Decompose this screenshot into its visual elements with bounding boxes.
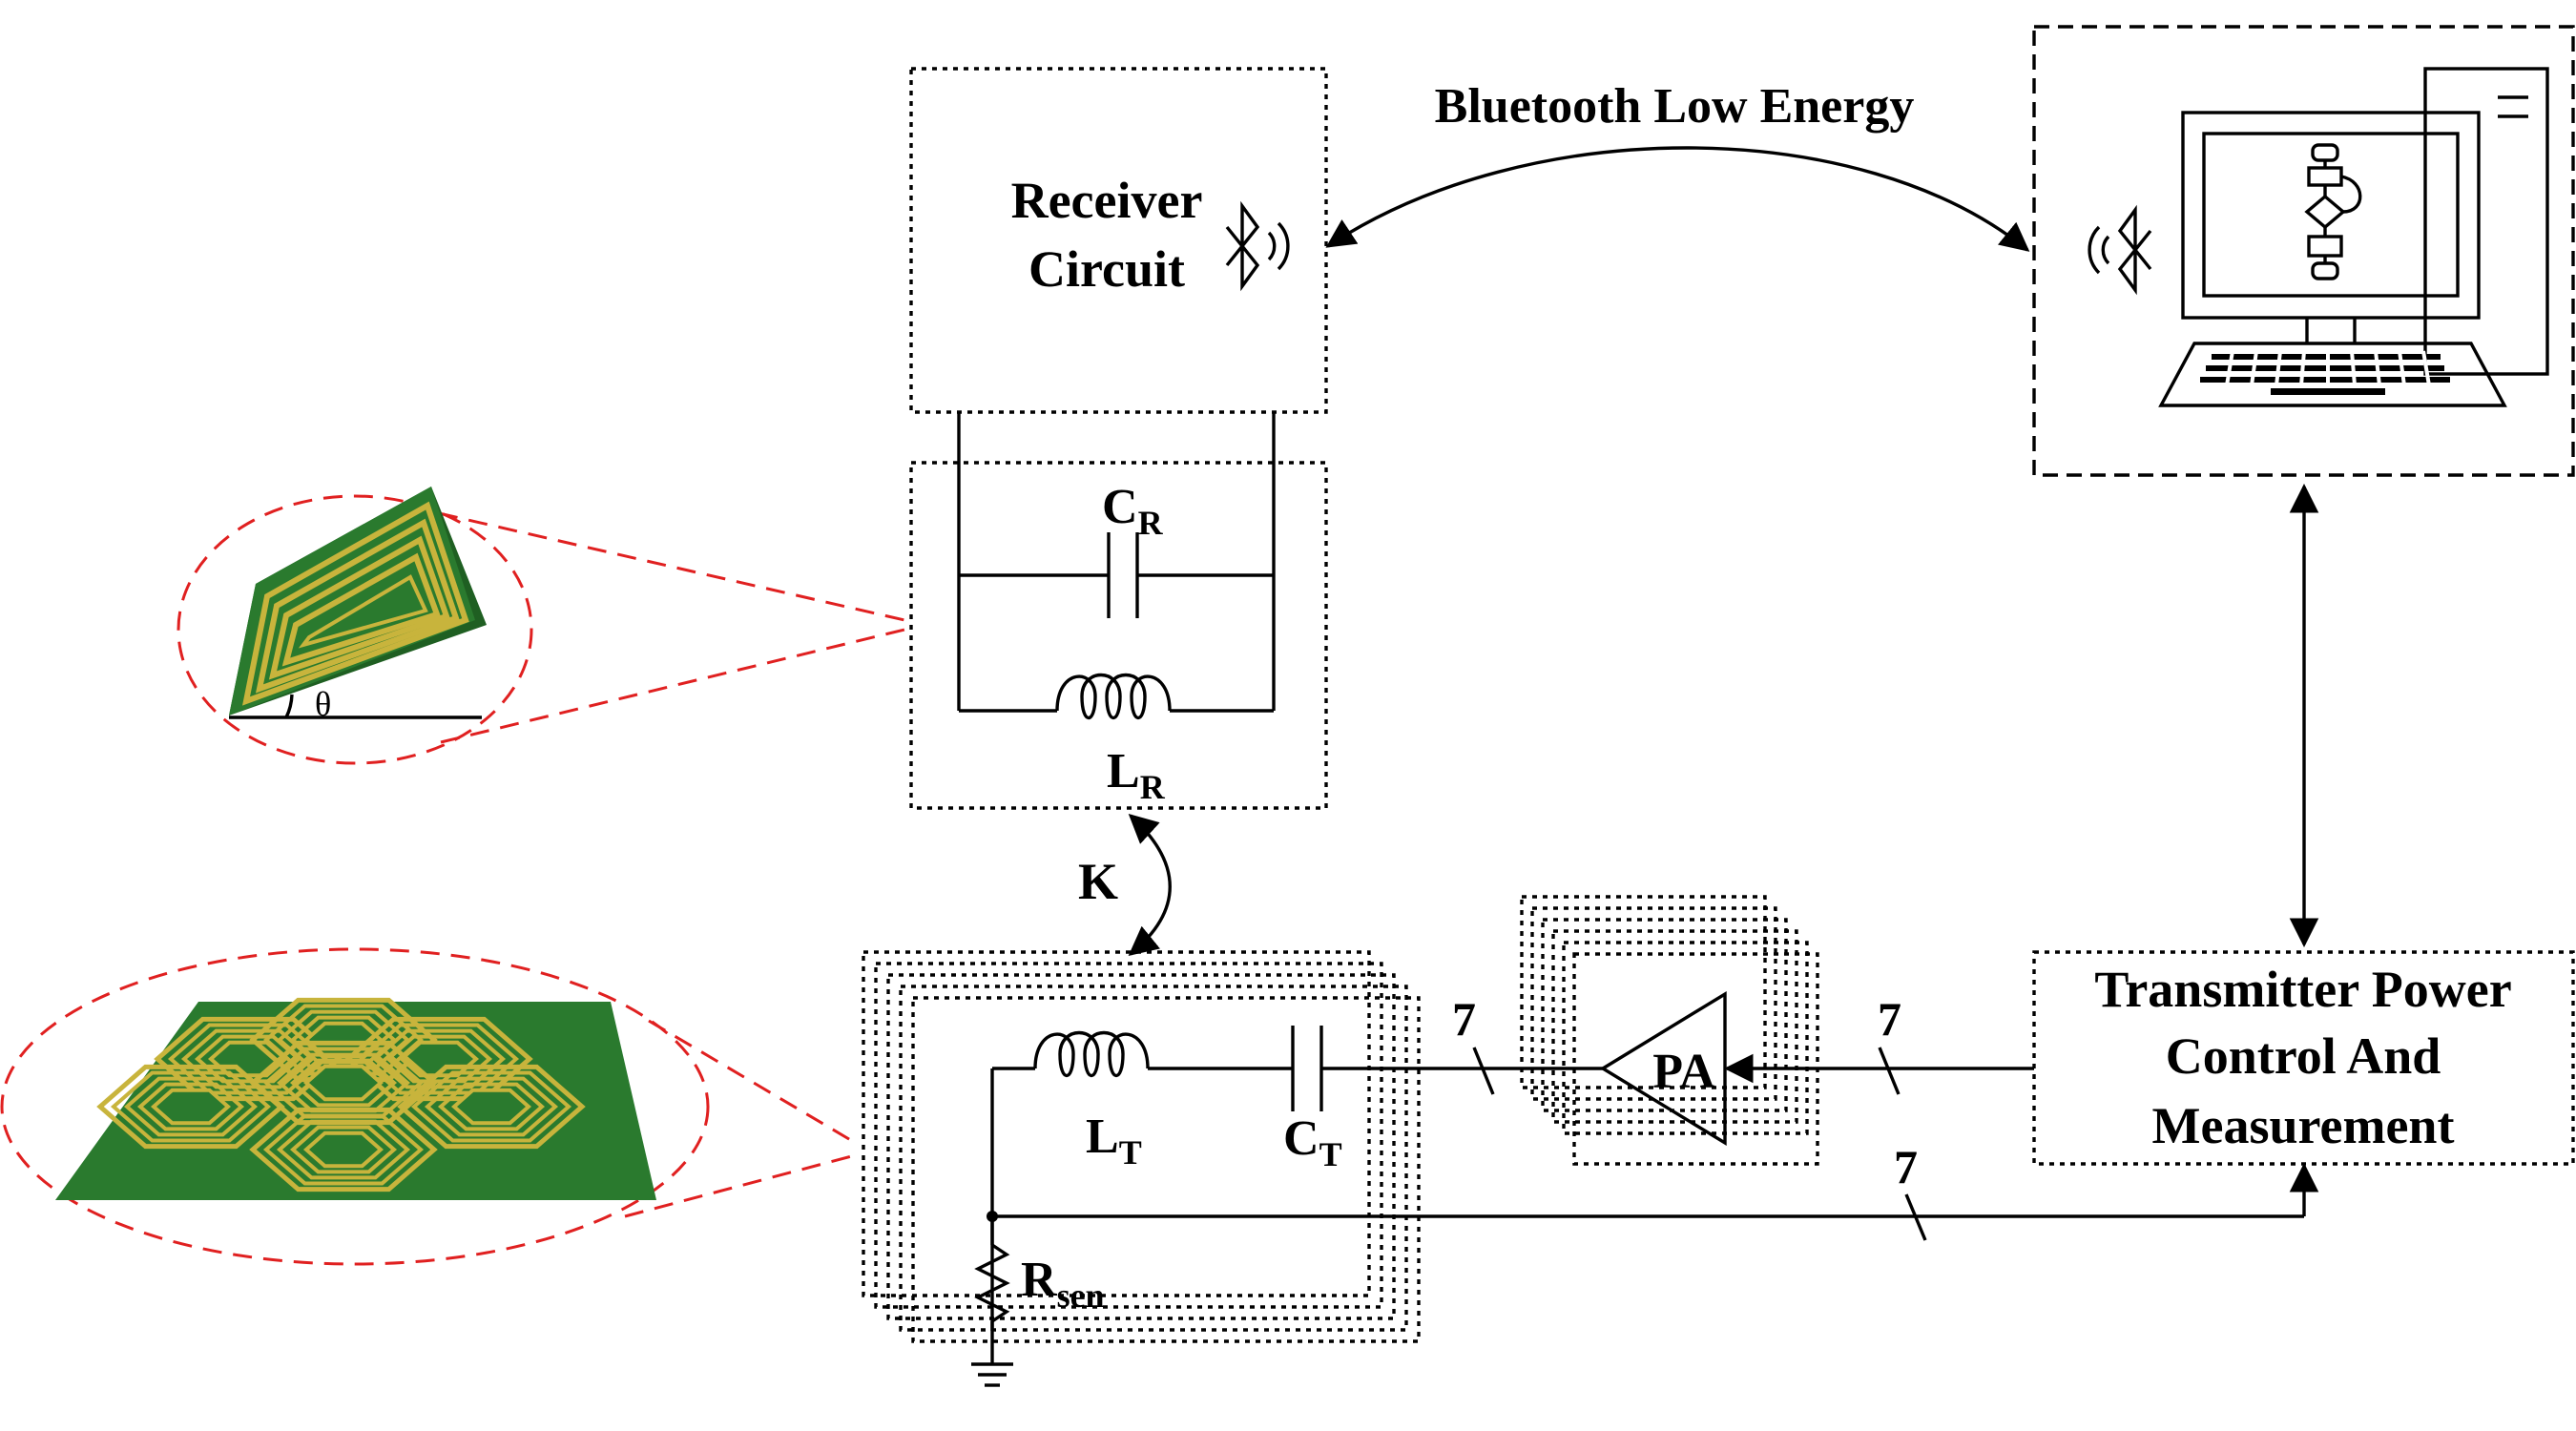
hex-coil-ring [302,1064,384,1102]
hex-coil-ring [110,1070,272,1143]
bluetooth-icon [1225,200,1290,292]
hex-coil-ring [123,1076,259,1137]
coupling-k: K [1078,813,1172,956]
transmitter-array-inset [0,947,860,1266]
hex-coil-ring [150,1088,232,1126]
hex-coil-ring [96,1064,285,1150]
bus-width-sense: 7 [1894,1140,1918,1193]
hex-coil-ring [180,1028,316,1089]
cr-label: CR [1102,480,1164,542]
hex-coil-ring [276,1119,411,1180]
hex-coil-ring [302,1130,384,1169]
lt-label: LT [1086,1110,1142,1172]
hex-coil-ring [437,1082,546,1131]
k-label: K [1078,853,1118,910]
computer-block [2032,25,2575,477]
bluetooth-icon [2088,204,2152,296]
hex-coil-ring [410,1070,572,1143]
lr-label: LR [1107,744,1166,806]
receiver-label-line1: Receiver [1011,172,1203,229]
hex-coil-ring [384,1034,493,1084]
hex-coil-ring [371,1028,507,1089]
ct-label: CT [1283,1111,1342,1173]
transmitter-coil-array: LT CT Rsen [862,950,1603,1387]
pa-label: PA [1652,1045,1715,1099]
hex-coil-ring [289,1058,398,1108]
hex-coil-ring [154,1016,343,1102]
ble-label: Bluetooth Low Energy [1435,79,1915,134]
pa-block: PA [1520,895,1819,1166]
receiver-label-line2: Circuit [1028,240,1185,298]
hex-coil-array [96,997,586,1192]
receiver-coil-image [229,487,487,716]
receiver-tank-block: CR LR [909,461,1328,810]
hex-coil-ring [397,1064,586,1150]
receiver-coil-inset: θ [177,487,905,765]
bus-width-array: 7 [1452,992,1476,1046]
tx-label-line1: Transmitter Power [2094,961,2511,1018]
receiver-circuit-block: Receiver Circuit [909,67,1328,414]
theta-label: θ [315,685,331,723]
hex-coil-ring [249,1107,438,1192]
transmitter-control-block: Transmitter Power Control And Measuremen… [2032,950,2575,1166]
hex-coil-ring [136,1082,245,1131]
hex-coil-ring [262,1113,425,1186]
computer-icon [2158,67,2549,407]
hex-coil-ring [450,1088,532,1126]
tx-label-line2: Control And [2166,1027,2441,1085]
tx-label-line3: Measurement [2152,1097,2455,1154]
bus-width-pa: 7 [1878,992,1901,1046]
ground-icon [971,1362,1013,1387]
rsen-label: Rsen [1021,1253,1105,1315]
hex-coil-ring [167,1023,329,1095]
hex-coil-ring [424,1076,559,1137]
hex-coil-ring [289,1125,398,1174]
hex-coil-ring [194,1034,302,1084]
